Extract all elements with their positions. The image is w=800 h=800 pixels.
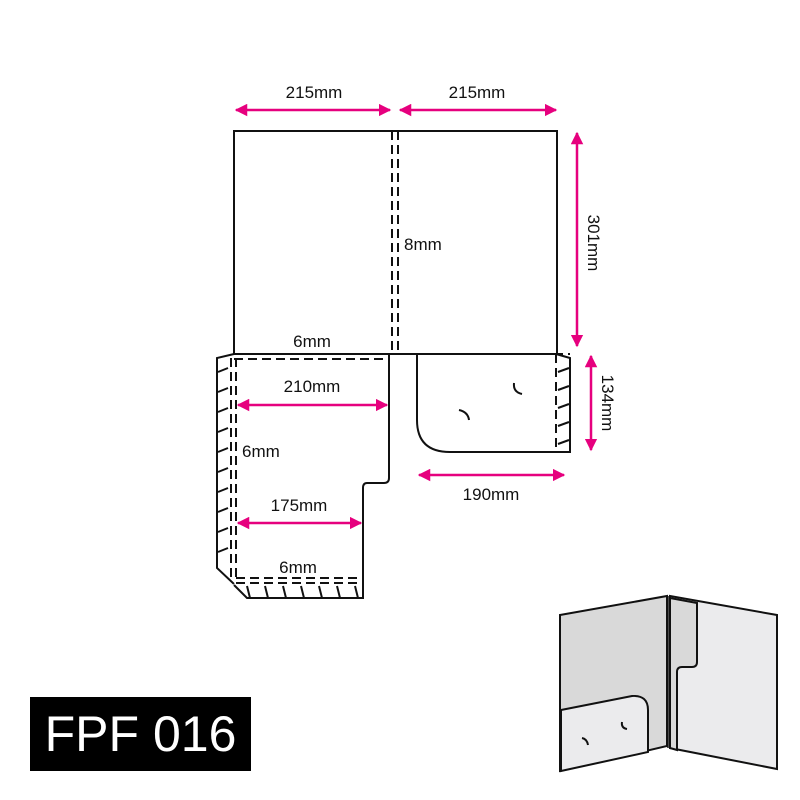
product-code-badge: FPF 016 bbox=[30, 697, 251, 771]
dimension-arrows bbox=[234, 103, 598, 530]
label-spine: 8mm bbox=[404, 235, 442, 254]
label-right-cover-width: 215mm bbox=[449, 83, 506, 102]
card-slit bbox=[458, 409, 470, 421]
label-right-pocket-width: 190mm bbox=[463, 485, 520, 504]
right-pocket bbox=[400, 353, 571, 453]
cover-outline bbox=[233, 130, 558, 355]
label-bottom-glue-flap: 6mm bbox=[279, 558, 317, 577]
label-cover-height: 301mm bbox=[584, 215, 603, 272]
label-left-pocket-top-width: 210mm bbox=[284, 377, 341, 396]
label-top-glue-flap: 6mm bbox=[293, 332, 331, 351]
label-left-cover-width: 215mm bbox=[286, 83, 343, 102]
label-left-pocket-bottom-width: 175mm bbox=[271, 496, 328, 515]
left-pocket bbox=[216, 353, 390, 599]
label-left-glue-flap: 6mm bbox=[242, 442, 280, 461]
folder-3d-preview bbox=[559, 594, 778, 773]
card-slit bbox=[512, 382, 523, 395]
label-right-pocket-height: 134mm bbox=[598, 375, 617, 432]
